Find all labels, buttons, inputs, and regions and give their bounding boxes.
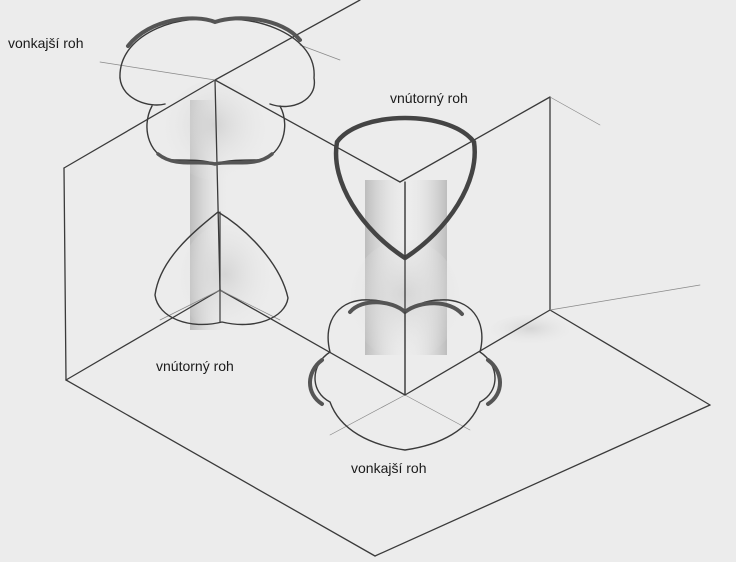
label-inner-corner-left: vnútorný roh [156, 359, 234, 373]
label-outer-corner-bottom: vonkajší roh [351, 461, 426, 475]
inner-corner-right-shape [336, 118, 475, 258]
label-inner-corner-right: vnútorný roh [390, 91, 468, 105]
label-outer-corner-top: vonkajší roh [8, 36, 83, 50]
outer-corner-bottom-shape [310, 300, 500, 450]
